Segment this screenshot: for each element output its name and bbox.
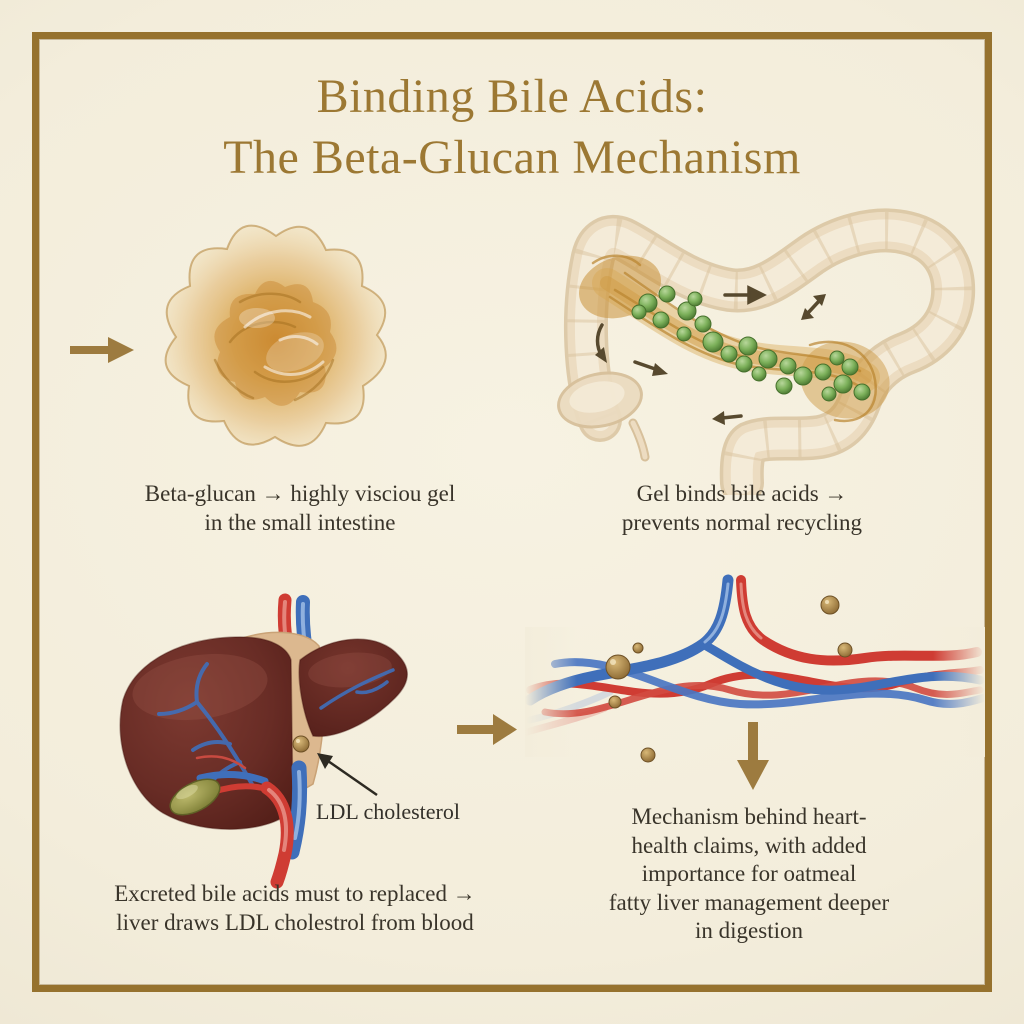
- liver-sheen: [132, 653, 268, 721]
- bile-acid-particles: [631, 285, 871, 402]
- right-arrow-shape: [70, 337, 134, 363]
- annotation-arrow-icon: [317, 753, 378, 797]
- gel-caption: Beta-glucan → highly visciou gel in the …: [100, 479, 500, 537]
- liver-caption: Excreted bile acids must to replaced → l…: [60, 879, 530, 937]
- gallbladder: [169, 778, 221, 816]
- gel-inner-mass: [214, 280, 337, 406]
- intestine-caption-line-1: Gel binds bile acids →: [636, 481, 848, 506]
- gel-glint: [239, 308, 275, 328]
- ldl-cholesterol-label: LDL cholesterol: [316, 799, 460, 824]
- hepatic-artery-branch: [195, 755, 247, 770]
- decorative-frame: [32, 32, 992, 992]
- intestine-caption: Gel binds bile acids → prevents normal r…: [542, 479, 942, 537]
- flow-arrow-icons: [595, 285, 826, 425]
- intestine-illustration: [557, 208, 976, 495]
- great-vessels-bottom: [196, 760, 308, 889]
- right-arrow-shape: [457, 714, 517, 745]
- bloodstream-caption-line-5: in digestion: [695, 918, 803, 943]
- ldl-particle: [292, 735, 310, 753]
- down-arrow-shape: [737, 722, 769, 790]
- vessel-fade-left: [525, 627, 577, 757]
- right-arrow-icon: [457, 714, 517, 745]
- right-arrow-icon: [70, 337, 134, 363]
- gel-blob: [164, 224, 387, 447]
- colon-outline: [557, 208, 976, 495]
- gel-caption-line-2: in the small intestine: [204, 510, 396, 535]
- vessel-curves: [525, 574, 985, 736]
- gel-caption-line-1: Beta-glucan → highly visciou gel: [144, 481, 456, 506]
- ldl-particles: [605, 595, 853, 763]
- gel-glint: [266, 332, 324, 372]
- hepatic-veins-left: [157, 662, 255, 788]
- intestine-caption-line-2: prevents normal recycling: [621, 510, 863, 535]
- bloodstream-caption-line-1: Mechanism behind heart-: [631, 804, 867, 829]
- liver-caption-line-1: Excreted bile acids must to replaced →: [114, 881, 476, 906]
- gel-illustration: [164, 224, 387, 447]
- down-arrow-icon: [737, 722, 769, 790]
- liver-caption-line-2: liver draws LDL cholestrol from blood: [116, 910, 474, 935]
- page-title: Binding Bile Acids: The Beta-Glucan Mech…: [0, 66, 1024, 188]
- title-line-1: Binding Bile Acids:: [316, 70, 708, 123]
- bloodstream-caption-line-2: health claims, with added: [631, 832, 867, 858]
- liver-illustration: [119, 593, 408, 889]
- bloodstream-caption-line-4: fatty liver management deeper: [608, 889, 890, 915]
- bloodstream-caption-line-3: importance for oatmeal: [641, 861, 857, 886]
- hepatic-vein-right: [319, 668, 395, 710]
- vessel-fade-right: [933, 627, 985, 757]
- bloodstream-illustration: [525, 574, 985, 763]
- gel-highlights: [243, 309, 325, 376]
- title-line-2: The Beta-Glucan Mechanism: [223, 131, 801, 184]
- gel-texture-dark: [213, 292, 335, 402]
- bloodstream-caption: Mechanism behind heart- health claims, w…: [543, 803, 955, 946]
